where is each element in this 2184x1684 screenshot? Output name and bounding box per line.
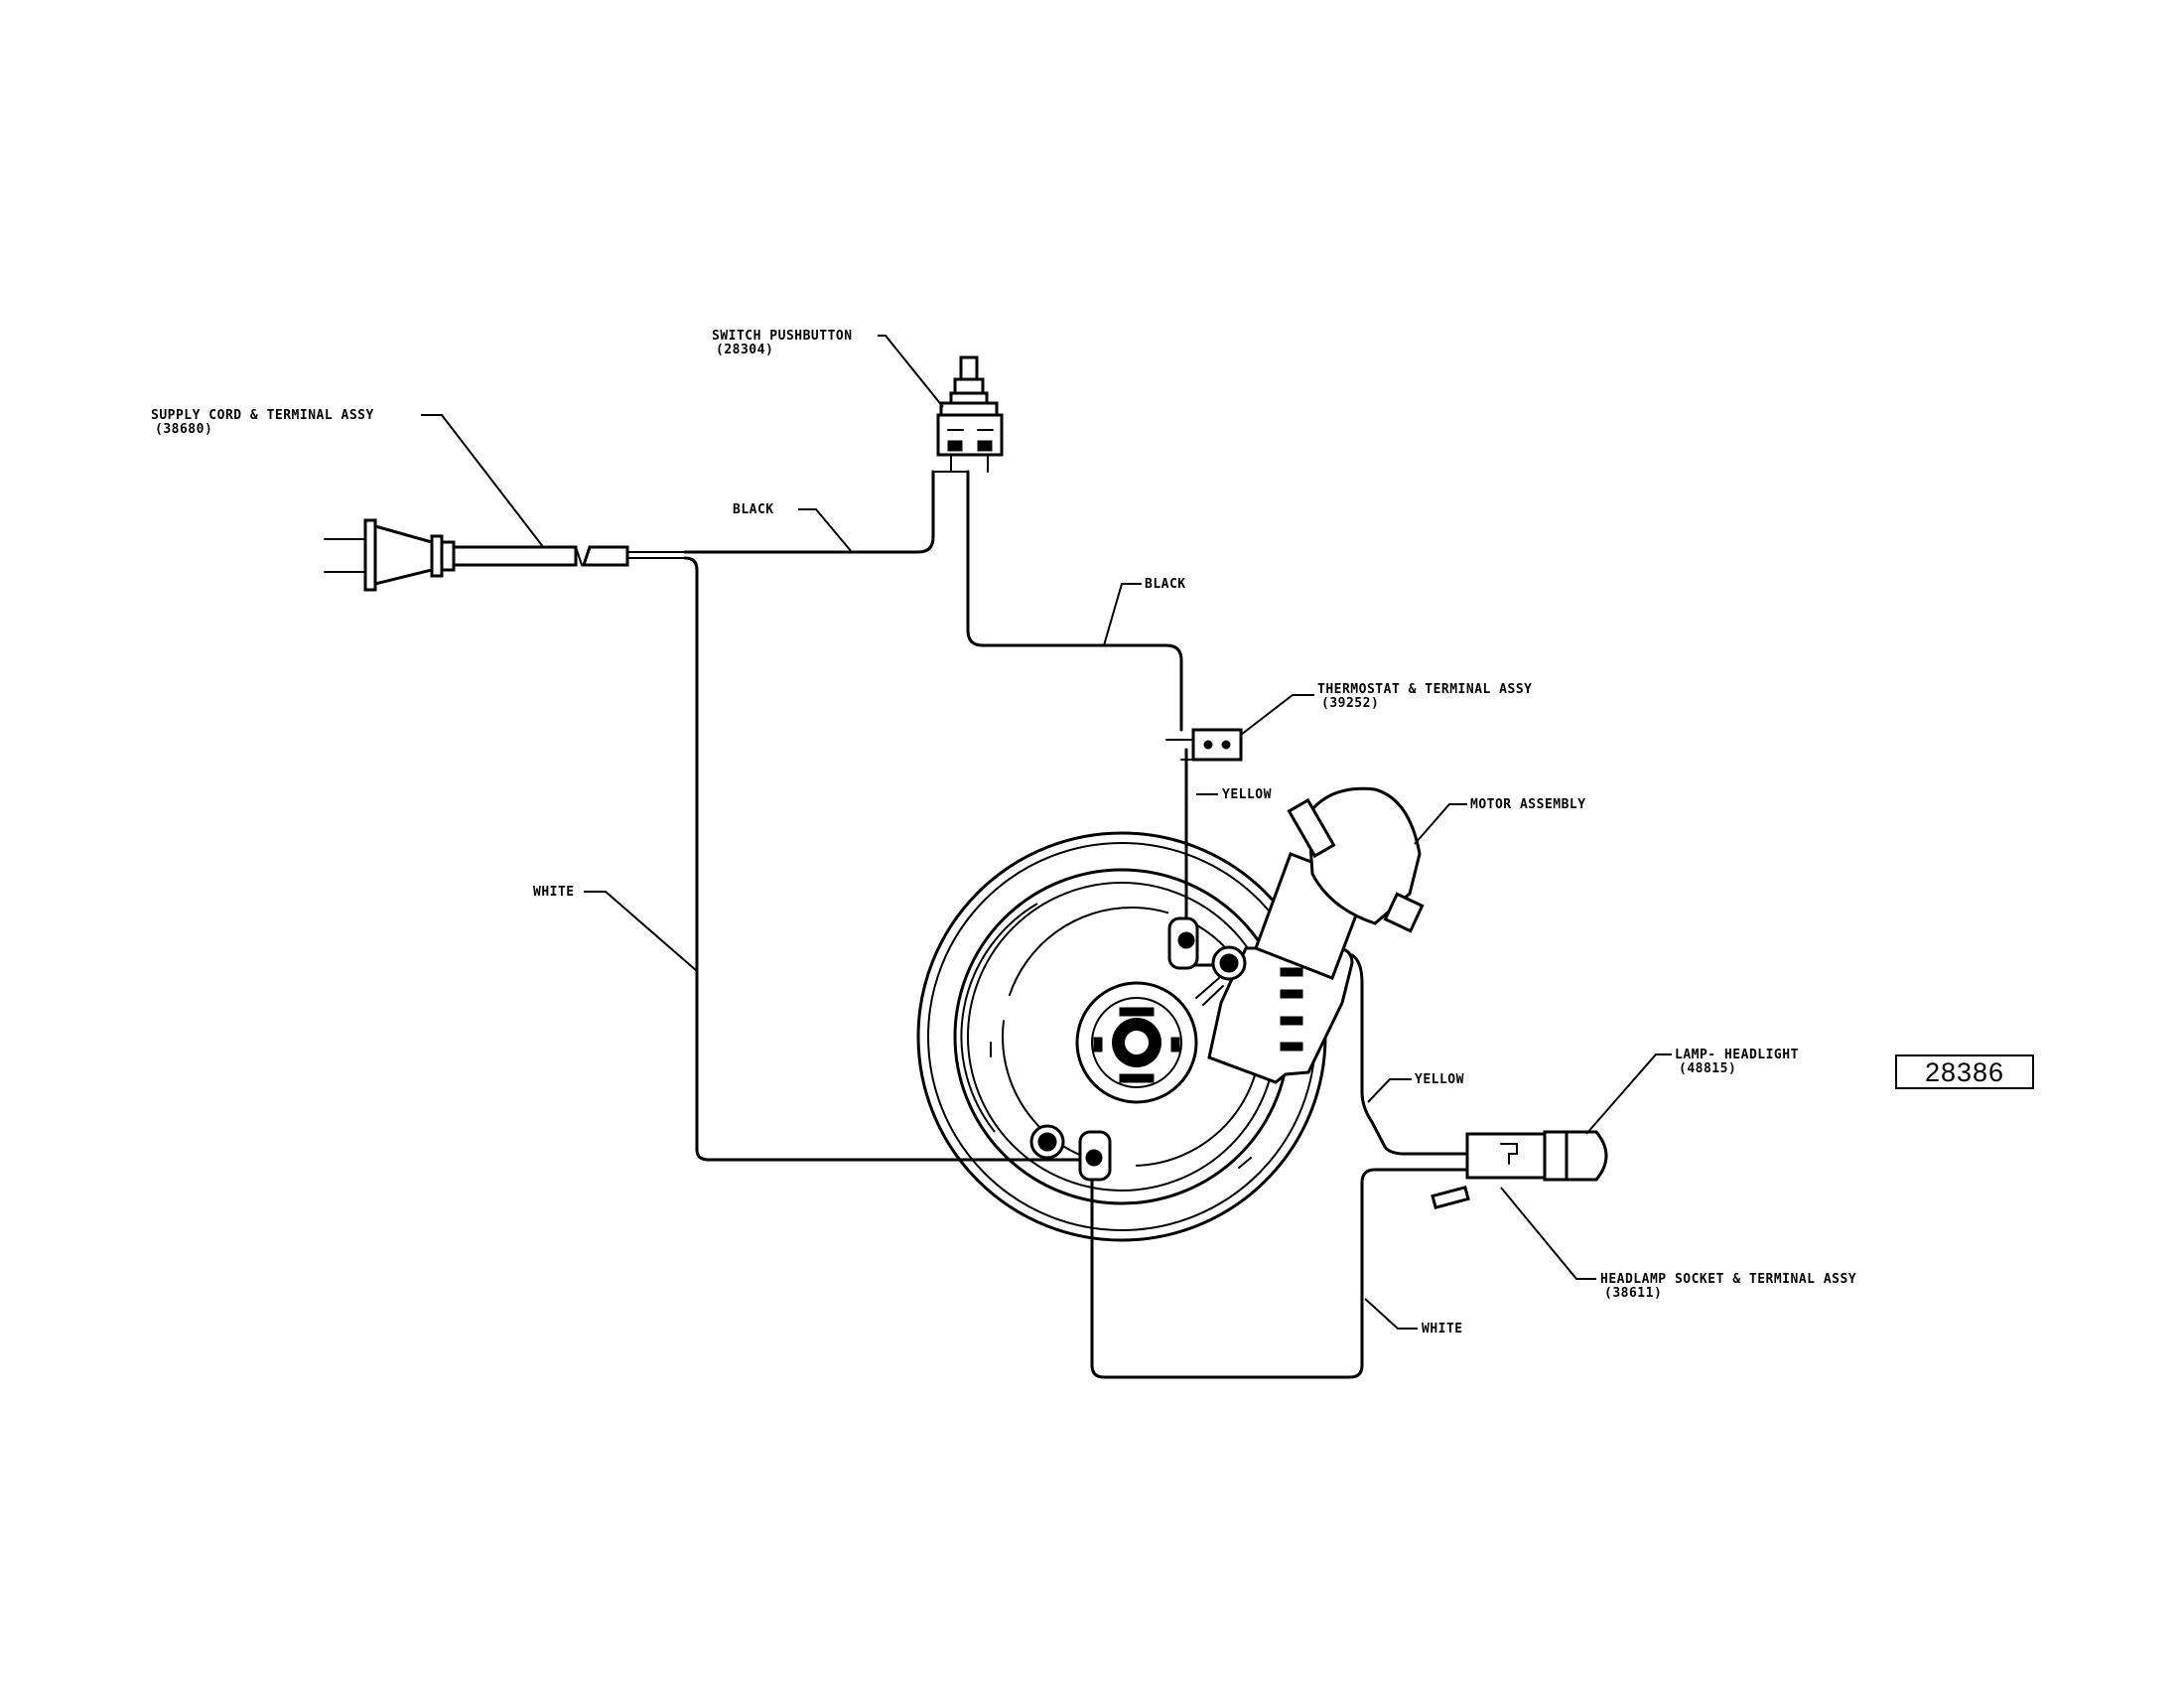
plug-icon <box>324 518 583 592</box>
headlamp-socket-part-number: (38611) <box>1604 1286 1662 1301</box>
leader-headlamp <box>1500 1187 1596 1280</box>
thermostat-label: THERMOSTAT & TERMINAL ASSY <box>1317 682 1533 697</box>
supply-cord-part-number: (38680) <box>155 422 212 437</box>
yellow-wire-motor-to-lamp <box>1350 953 1469 1156</box>
leader-white-1 <box>584 891 698 972</box>
motor-assembly-label: MOTOR ASSEMBLY <box>1470 797 1586 812</box>
leader-black-2 <box>1103 583 1142 646</box>
leader-thermostat <box>1240 694 1314 736</box>
pushbutton-switch <box>932 355 1004 473</box>
leader-supply <box>421 414 545 549</box>
motor-assembly <box>1167 786 1425 1084</box>
lamp-bulb <box>1543 1130 1608 1182</box>
black-wire-switch-to-thermostat <box>966 470 1183 732</box>
leader-white-2 <box>1364 1298 1418 1330</box>
cord-end-segment <box>581 545 686 567</box>
yellow-wire-label-2: YELLOW <box>1415 1072 1464 1087</box>
leader-yellow-2 <box>1367 1078 1412 1103</box>
white-wire-lamp-to-reel <box>1090 1165 1469 1379</box>
thermostat <box>1165 728 1243 762</box>
lamp-label: LAMP- HEADLIGHT <box>1675 1048 1799 1062</box>
reference-box <box>1895 1054 2034 1089</box>
leader-lamp <box>1585 1053 1672 1135</box>
headlamp-socket-label: HEADLAMP SOCKET & TERMINAL ASSY <box>1600 1272 1856 1287</box>
yellow-wire-label-1: YELLOW <box>1222 787 1272 802</box>
lamp-part-number: (48815) <box>1679 1061 1736 1076</box>
leader-black-1 <box>798 508 853 553</box>
black-wire-label-1: BLACK <box>733 502 774 517</box>
white-wire-cord-to-reel <box>683 556 1084 1162</box>
switch-part-number: (28304) <box>716 343 773 357</box>
black-wire-label-2: BLACK <box>1145 577 1186 592</box>
leader-motor <box>1414 803 1467 845</box>
thermostat-part-number: (39252) <box>1321 696 1379 711</box>
supply-cord-label: SUPPLY CORD & TERMINAL ASSY <box>151 408 374 423</box>
headlamp-socket <box>1431 1132 1547 1210</box>
reel-terminal <box>1029 1124 1112 1182</box>
reference-number: 28386 <box>1925 1057 2004 1087</box>
white-wire-label-2: WHITE <box>1422 1322 1463 1336</box>
switch-label: SWITCH PUSHBUTTON <box>712 329 853 344</box>
white-wire-label-1: WHITE <box>533 885 575 900</box>
leader-switch <box>878 335 944 408</box>
black-wire-cord-to-switch <box>683 470 935 554</box>
